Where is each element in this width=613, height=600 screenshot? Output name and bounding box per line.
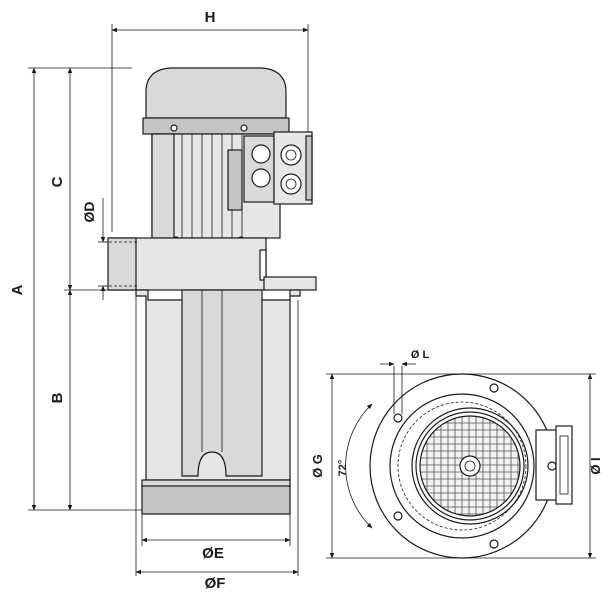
dim-C [64, 67, 136, 291]
fan-hub [459, 455, 481, 477]
label-L: Ø L [411, 349, 430, 361]
pump-shaft-housing [181, 289, 263, 477]
label-E: ØE [202, 545, 224, 562]
dim-L [380, 361, 416, 414]
label-F: ØF [205, 575, 226, 592]
motor-cap-rim [142, 117, 290, 135]
angle-arc [345, 403, 373, 529]
pump-base-top [141, 479, 291, 487]
dim-F [135, 296, 299, 576]
label-I: Ø I [588, 457, 603, 474]
dim-E [141, 514, 291, 546]
terminal-box [243, 131, 313, 205]
side-view: H A C B ØD ØE ØF [9, 9, 317, 592]
label-B: B [49, 392, 66, 403]
mounting-plate [263, 276, 317, 291]
dim-A [28, 67, 142, 511]
dim-D [98, 198, 108, 300]
bolt-hole [393, 511, 403, 521]
bolt-hole [489, 383, 499, 393]
discharge-port [107, 237, 137, 291]
bolt-hole [393, 413, 403, 423]
label-C: C [49, 176, 66, 187]
mounting-bracket [259, 249, 267, 281]
bolt-hole [489, 539, 499, 549]
fan-cover-outer [411, 407, 529, 525]
label-D: ØD [81, 202, 97, 223]
flange-ring [389, 393, 535, 539]
pump-base [141, 483, 291, 515]
label-G: Ø G [310, 454, 325, 478]
label-A: A [9, 284, 26, 295]
label-H: H [205, 9, 216, 26]
dim-I [462, 373, 596, 559]
top-view: Ø L Ø G 72° Ø I [310, 349, 603, 559]
dim-H [111, 24, 309, 232]
bolt-hole [547, 461, 557, 471]
label-angle: 72° [337, 460, 349, 477]
motor-cap [145, 67, 287, 119]
